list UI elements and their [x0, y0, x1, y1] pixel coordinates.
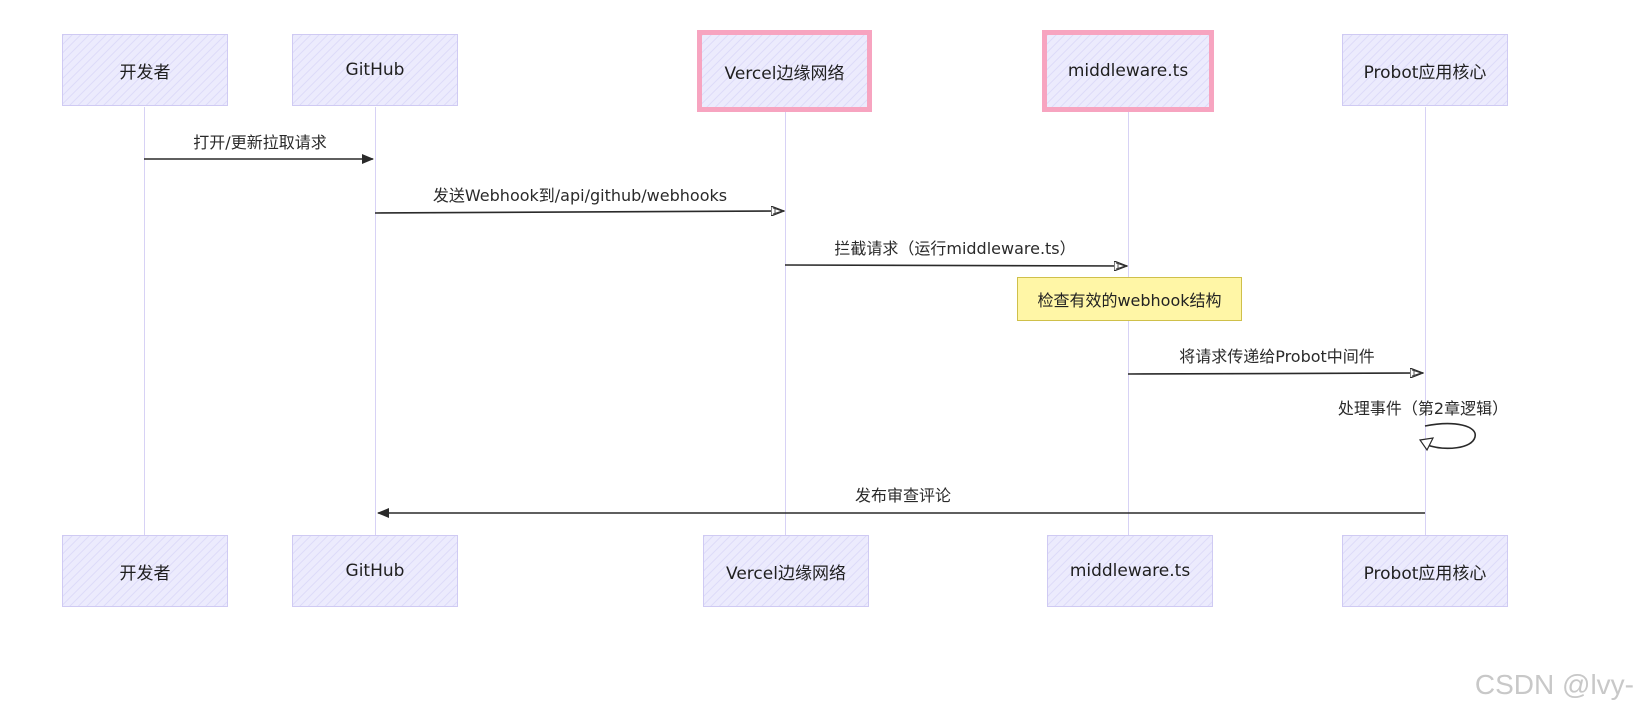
message-label-3: 拦截请求（运行middleware.ts） [834, 239, 1076, 258]
message-arrow-4 [1127, 373, 1423, 374]
lifeline-dev [144, 107, 145, 535]
participant-dev-top: 开发者 [62, 34, 228, 106]
message-arrow-2 [374, 211, 784, 213]
participant-middleware-bottom: middleware.ts [1047, 535, 1213, 607]
message-arrow-5-self [1424, 422, 1476, 450]
message-label-1: 打开/更新拉取请求 [193, 133, 327, 152]
participant-middleware-top: middleware.ts [1042, 30, 1214, 112]
message-label-6: 发布审查评论 [854, 486, 952, 505]
message-label-5: 处理事件（第2章逻辑） [1337, 399, 1509, 418]
participant-probot-bottom: Probot应用核心 [1342, 535, 1508, 607]
watermark: CSDN @lvy- [1474, 669, 1634, 700]
message-label-4: 将请求传递给Probot中间件 [1179, 347, 1375, 366]
lifeline-probot [1425, 107, 1426, 535]
note-box: 检查有效的webhook结构 [1017, 277, 1242, 321]
participant-vercel-top: Vercel边缘网络 [697, 30, 872, 112]
message-arrow-5-head [1418, 437, 1435, 452]
participant-dev-bottom: 开发者 [62, 535, 228, 607]
lifeline-github [375, 107, 376, 535]
participant-github-top: GitHub [292, 34, 458, 106]
message-arrow-3 [784, 265, 1127, 266]
participant-vercel-bottom: Vercel边缘网络 [703, 535, 869, 607]
lifeline-vercel [785, 111, 786, 535]
message-label-2: 发送Webhook到/api/github/webhooks [432, 186, 728, 205]
lifeline-middleware [1128, 111, 1129, 535]
participant-github-bottom: GitHub [292, 535, 458, 607]
participant-probot-top: Probot应用核心 [1342, 34, 1508, 106]
